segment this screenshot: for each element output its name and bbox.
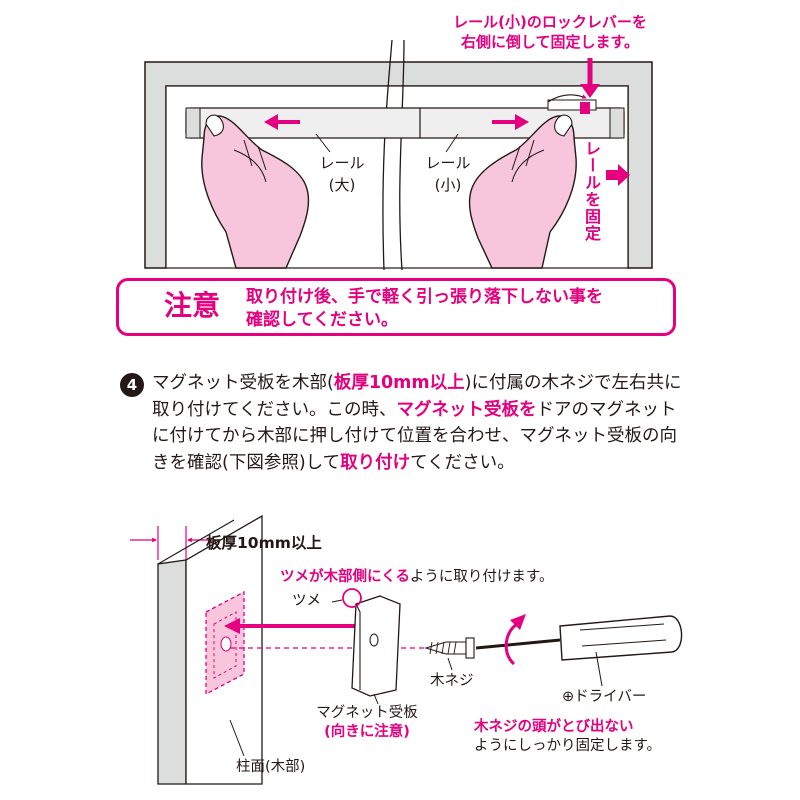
- claw-note: ツメが木部側にくるように取り付けます。: [280, 566, 553, 587]
- step-text-4: てください。: [410, 452, 515, 473]
- rail: [185, 94, 625, 139]
- thickness-label: 板厚10mm以上: [206, 534, 322, 552]
- wood-screw-label: 木ネジ: [430, 673, 474, 689]
- step-highlight-thickness: 板厚10mm以上: [333, 373, 465, 393]
- step-highlight-attach: 取り付け: [340, 452, 411, 473]
- screwdriver: [475, 615, 683, 687]
- rail-large-line-2: (大): [328, 176, 356, 194]
- plate-label: マグネット受板 (向きに注意): [302, 704, 432, 742]
- caution-text: 取り付け後、手で軽く引っ張り落下しない事を 確認してください。: [246, 286, 666, 332]
- caution-box: [116, 278, 676, 336]
- rail-small-line-1: レール: [425, 154, 471, 172]
- step-text-2: )に付属の木ネジで左右共に取り付けてください。この時、: [152, 373, 682, 420]
- claw-note-highlight: ツメが木部側にくる: [280, 569, 410, 585]
- callout-line-2: 右側に倒して固定します。: [460, 33, 640, 51]
- wood-screw: [424, 637, 475, 671]
- claw-label: ツメ: [292, 593, 321, 609]
- rail-small-line-2: (小): [434, 176, 462, 194]
- claw-note-rest: ように取り付けます。: [409, 569, 554, 585]
- caution-line-2: 確認してください。: [246, 310, 398, 330]
- step-text-3: ドアのマグネットに付けてから木部に押し付けて位置を合わせ、マグネット受板の向きを…: [152, 399, 677, 473]
- screw-note-rest: ようにしっかり固定します。: [474, 738, 662, 754]
- pillar-label: 柱面(木部): [236, 759, 306, 775]
- caution-title: 注意: [164, 289, 221, 322]
- right-hand: [468, 114, 577, 269]
- lock-arrow: [580, 58, 600, 98]
- rail-fix-arrow: [606, 164, 630, 186]
- rail-fix-label: レールを固定: [582, 140, 601, 242]
- driver-label: ⊕ドライバー: [562, 689, 647, 705]
- claw-marker: [342, 588, 362, 608]
- caution-line-1: 取り付け後、手で軽く引っ張り落下しない事を: [246, 287, 603, 307]
- push-arrow: [224, 618, 360, 634]
- lock-lever-callout: レール(小)のロックレバーを 右側に倒して固定します。: [420, 12, 680, 52]
- rail-large-label: レール (大): [312, 152, 372, 196]
- step-instruction: マグネット受板を木部(板厚10mm以上)に付属の木ネジで左右共に取り付けてくださ…: [152, 370, 692, 476]
- left-hand: [201, 114, 310, 269]
- magnet-plate: [351, 595, 401, 697]
- rotate-arrow: [504, 614, 526, 666]
- rail-small-label: レール (小): [418, 152, 478, 196]
- step-number: 4: [120, 373, 144, 397]
- pull-right-arrow: [492, 114, 529, 130]
- rail-large-line-1: レール: [319, 154, 365, 172]
- step-highlight-plate: マグネット受板を: [396, 399, 537, 420]
- step-text-1: マグネット受板を木部(: [152, 373, 334, 393]
- screw-note: 木ネジの頭がとび出ない ようにしっかり固定します。: [474, 718, 661, 756]
- plate-target: [205, 590, 245, 696]
- callout-line-1: レール(小)のロックレバーを: [453, 13, 647, 31]
- screw-note-highlight: 木ネジの頭がとび出ない: [474, 719, 634, 735]
- plate-label-line-1: マグネット受板: [316, 705, 418, 721]
- pull-left-arrow: [264, 114, 300, 130]
- plate-label-line-2: (向きに注意): [324, 724, 410, 740]
